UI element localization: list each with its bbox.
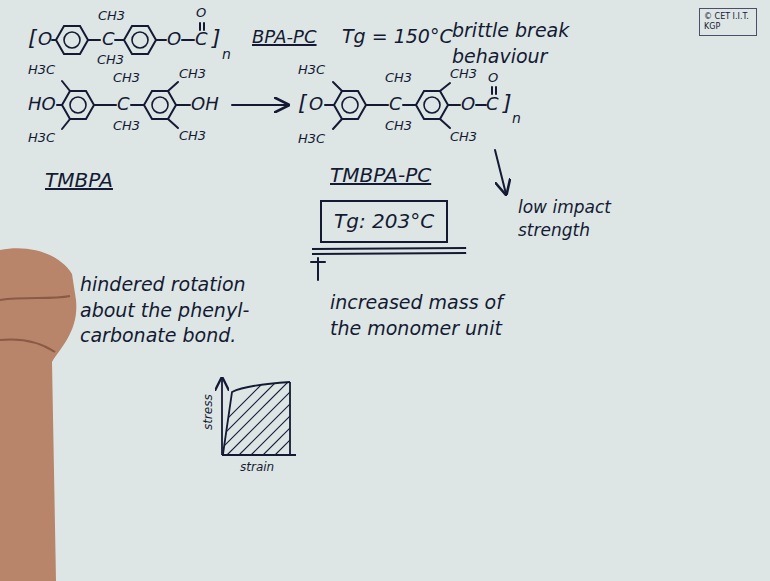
bracket: [	[298, 90, 307, 116]
monomer-name: TMBPA	[45, 168, 113, 192]
repeat-index: n	[222, 46, 231, 63]
watermark-box: © CET I.I.T. KGP	[699, 8, 757, 36]
atom-label: O	[196, 5, 206, 21]
double-underline	[312, 248, 466, 249]
atom-label: C	[389, 93, 402, 115]
methyl-group: CH3	[385, 118, 412, 134]
atom-label: C	[117, 93, 130, 115]
atom-label: C	[486, 93, 499, 115]
hand	[0, 248, 76, 581]
hydroxyl-group: OH	[191, 93, 219, 115]
methyl-group: CH3	[113, 70, 140, 86]
box-text: Tg: 203°C	[334, 209, 434, 234]
methyl-group: CH3	[113, 118, 140, 134]
methyl-group: CH3	[385, 70, 412, 86]
methyl-group: CH3	[98, 8, 125, 24]
repeat-index: n	[512, 110, 521, 127]
atom-label: O	[167, 28, 181, 50]
box-text: © CET I.I.T. KGP	[704, 12, 752, 32]
methyl-group: CH3	[97, 52, 124, 68]
methyl-group: H3C	[28, 130, 55, 146]
methyl-group: H3C	[298, 131, 325, 147]
stress-strain-sketch	[186, 378, 350, 460]
hydroxyl-group: HO	[28, 93, 56, 115]
axis-label: strain	[240, 460, 274, 474]
atom-label: C	[195, 28, 208, 50]
behaviour-note: brittle break behaviour	[452, 18, 627, 69]
explanation-note: increased mass of the monomer unit	[330, 290, 530, 341]
methyl-group: H3C	[28, 62, 55, 78]
structure-bonds	[52, 23, 506, 280]
polymer-name: TMBPA-PC	[330, 163, 431, 187]
glass-transition-note: Tg = 150°C	[342, 25, 453, 48]
methyl-group: H3C	[298, 62, 325, 78]
property-note: low impact strength	[518, 196, 613, 242]
bracket: ]	[212, 25, 221, 51]
methyl-group: CH3	[179, 128, 206, 144]
methyl-group: CH3	[450, 129, 477, 145]
double-underline	[312, 253, 466, 254]
atom-label: O	[38, 28, 52, 50]
atom-label: C	[102, 28, 115, 50]
axis-label: stress	[201, 394, 215, 430]
methyl-group: CH3	[450, 66, 477, 82]
bracket: ]	[503, 90, 512, 116]
polymer-name: BPA-PC	[252, 26, 317, 48]
explanation-note: hindered rotation about the phenyl-carbo…	[80, 272, 270, 349]
atom-label: O	[461, 93, 475, 115]
atom-label: O	[488, 70, 498, 86]
atom-label: O	[309, 93, 323, 115]
methyl-group: CH3	[179, 66, 206, 82]
bracket: [	[28, 25, 37, 51]
value-box: Tg: 203°C	[320, 200, 448, 243]
